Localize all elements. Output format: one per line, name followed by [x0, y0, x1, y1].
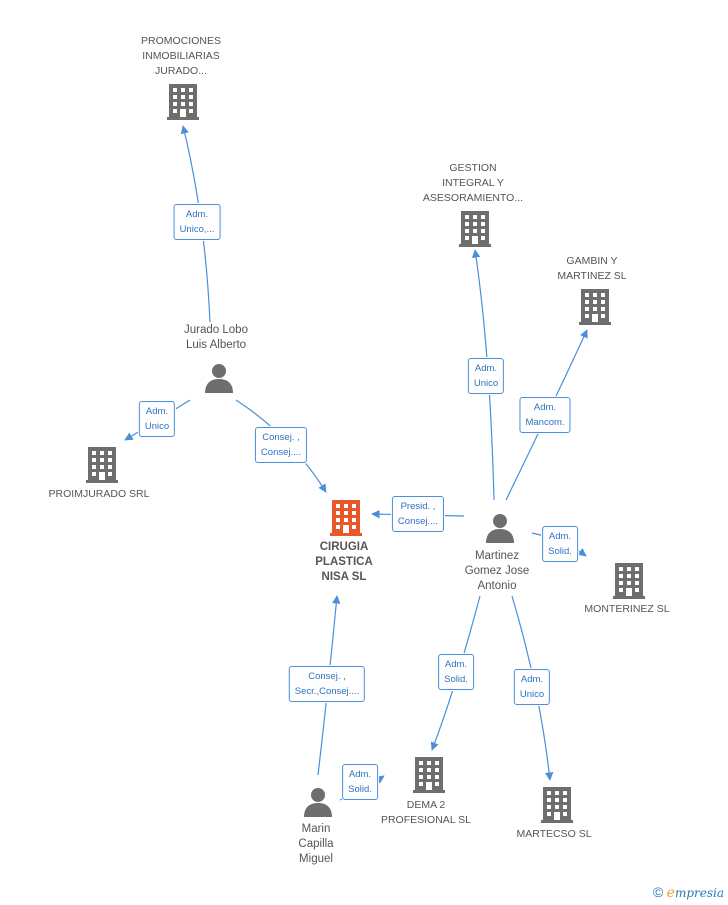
edge-label-martinez-gestion[interactable]: Adm. Unico [467, 358, 505, 394]
edge-label-martinez-monterinez[interactable]: Adm. Solid. [542, 526, 578, 562]
building-main-icon[interactable] [330, 500, 362, 536]
building-icon[interactable] [541, 787, 573, 823]
edge-label-martinez-gambin[interactable]: Adm. Mancom. [519, 397, 571, 433]
node-label-jurado[interactable]: Jurado Lobo Luis Alberto [184, 324, 248, 351]
person-icon[interactable] [485, 513, 515, 543]
building-icon[interactable] [459, 211, 491, 247]
person-icon[interactable] [303, 787, 333, 817]
edge-label-martinez-martecso[interactable]: Adm. Unico [513, 669, 551, 705]
node-label-gambin[interactable]: GAMBIN Y MARTINEZ SL [557, 255, 627, 282]
edge-label-jurado-proimjurado[interactable]: Adm. Unico [138, 401, 176, 437]
brand-letter: e [666, 885, 675, 901]
building-icon[interactable] [413, 757, 445, 793]
node-label-martinez[interactable]: Martinez Gomez Jose Antonio [464, 550, 530, 592]
building-icon[interactable] [167, 84, 199, 120]
edge-label-marin-dema[interactable]: Adm. Solid. [342, 764, 378, 800]
building-icon[interactable] [86, 447, 118, 483]
edge-label-marin-cirugia[interactable]: Consej. , Secr.,Consej.... [288, 666, 366, 702]
node-label-marin[interactable]: Marin Capilla Miguel [298, 823, 334, 865]
edge-label-martinez-dema[interactable]: Adm. Solid. [438, 654, 474, 690]
copyright-icon: © [652, 884, 664, 900]
node-label-monterinez[interactable]: MONTERINEZ SL [584, 603, 670, 615]
node-label-dema[interactable]: DEMA 2 PROFESIONAL SL [380, 799, 472, 826]
building-icon[interactable] [613, 563, 645, 599]
edge-label-jurado-promociones[interactable]: Adm. Unico,... [173, 204, 221, 240]
node-label-martecso[interactable]: MARTECSO SL [516, 828, 592, 840]
brand-name: mpresia [674, 886, 724, 900]
building-icon[interactable] [579, 289, 611, 325]
node-label-proimjurado[interactable]: PROIMJURADO SRL [48, 488, 150, 500]
node-label-cirugia[interactable]: CIRUGIA PLASTICA NISA SL [315, 541, 373, 583]
person-icon[interactable] [204, 363, 234, 393]
node-label-gestion[interactable]: GESTION INTEGRAL Y ASESORAMIENTO... [422, 162, 524, 204]
edge-label-martinez-cirugia[interactable]: Presid. , Consej.... [391, 496, 445, 532]
node-label-promociones[interactable]: PROMOCIONES INMOBILIARIAS JURADO... [141, 35, 221, 77]
edge-label-jurado-cirugia[interactable]: Consej. , Consej.... [254, 427, 308, 463]
brand-logo[interactable]: © empresia [653, 884, 724, 901]
